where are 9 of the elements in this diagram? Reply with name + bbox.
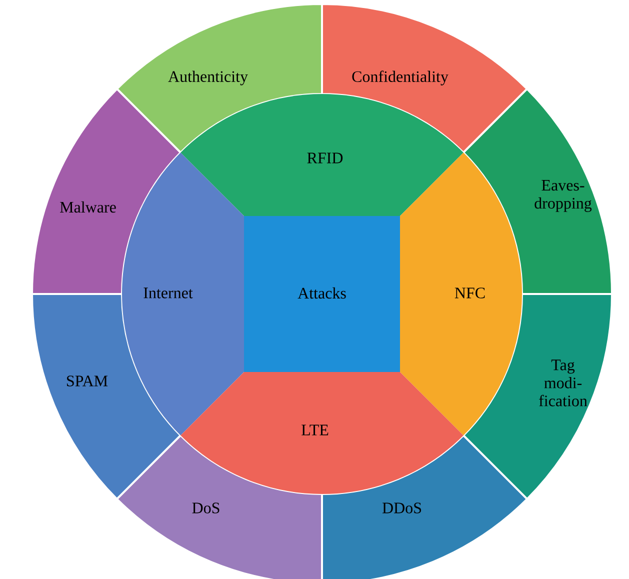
- center-square: Attacks: [244, 216, 400, 372]
- ring-segment: DoS: [116, 434, 323, 579]
- ring-segment: DDoS: [321, 434, 528, 579]
- ring-segment: Internet: [122, 152, 244, 436]
- ring-segment: NFC: [400, 152, 522, 436]
- ring-segment: RFID: [180, 94, 464, 216]
- ring-segment: Authenticity: [116, 3, 323, 154]
- ring-segment: LTE: [180, 372, 464, 494]
- ring-segment: Confidentiality: [321, 3, 528, 154]
